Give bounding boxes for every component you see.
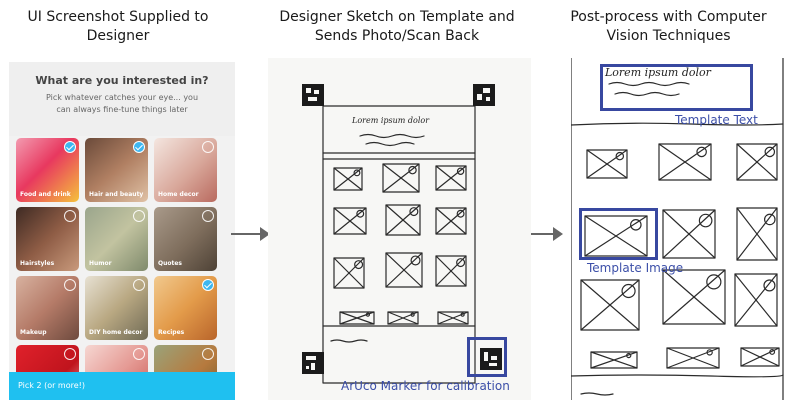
- tile-hair-and-beauty[interactable]: Hair and beauty: [85, 138, 148, 202]
- image-placeholder-icon: [666, 347, 720, 369]
- image-placeholder-icon: [382, 163, 420, 193]
- aruco-marker-icon: [480, 348, 502, 370]
- template-text-label: Template Text: [675, 113, 758, 127]
- aruco-caption: ArUco Marker for calibration: [341, 379, 510, 393]
- tile-humor[interactable]: Humor: [85, 207, 148, 271]
- processed-handwritten-text: Lorem ipsum dolor: [605, 66, 711, 79]
- image-placeholder-icon: [586, 149, 628, 179]
- tile-hairstyles[interactable]: Hairstyles: [16, 207, 79, 271]
- image-placeholder-icon: [333, 257, 365, 289]
- check-icon: [64, 348, 76, 360]
- interest-question: What are you interested in?: [35, 74, 209, 87]
- check-icon: [64, 279, 76, 291]
- sketch-handwritten-text: Lorem ipsum dolor: [352, 116, 430, 125]
- image-placeholder-icon: [734, 273, 778, 327]
- tile-label: Quotes: [158, 260, 183, 267]
- check-icon: [133, 279, 145, 291]
- tile-label: Makeup: [20, 329, 47, 336]
- arrow-right-icon: [526, 227, 563, 241]
- aruco-highlight-box: [467, 337, 507, 377]
- processed-drawing: [571, 58, 784, 400]
- phone-screenshot: What are you interested in? Pick whateve…: [9, 62, 235, 400]
- pick-button-label: Pick 2 (or more!): [18, 381, 85, 390]
- template-text-box: [600, 64, 753, 111]
- tile-label: Home decor: [158, 191, 199, 198]
- tile-diy-home-decor[interactable]: DIY home decor: [85, 276, 148, 340]
- processed-sketch: Lorem ipsum dolor Template Text Template…: [571, 58, 789, 400]
- sketch-drawing: [322, 105, 476, 384]
- image-placeholder-icon: [658, 143, 712, 181]
- tile-label: Hairstyles: [20, 260, 55, 267]
- image-placeholder-icon: [435, 165, 467, 191]
- image-placeholder-icon: [385, 204, 421, 236]
- image-placeholder-icon: [580, 279, 640, 331]
- image-placeholder-icon: [435, 255, 467, 287]
- aruco-marker-icon: [473, 84, 495, 106]
- image-placeholder-icon: [584, 215, 648, 257]
- aruco-marker-icon: [302, 84, 324, 106]
- tile-recipes[interactable]: Recipes: [154, 276, 217, 340]
- tile-label: Food and drink: [20, 191, 71, 198]
- image-placeholder-icon: [339, 311, 375, 325]
- image-placeholder-icon: [333, 167, 363, 191]
- check-icon: [133, 348, 145, 360]
- image-placeholder-icon: [333, 207, 367, 235]
- interest-subtitle: Pick whatever catches your eye... you ca…: [45, 93, 199, 114]
- panel1-title: UI Screenshot Supplied to Designer: [27, 9, 209, 44]
- tile-makeup[interactable]: Makeup: [16, 276, 79, 340]
- template-image-label: Template Image: [587, 261, 684, 275]
- interest-header: What are you interested in? Pick whateve…: [9, 62, 235, 136]
- check-icon: [202, 279, 214, 291]
- image-placeholder-icon: [435, 207, 467, 235]
- image-placeholder-icon: [736, 207, 778, 261]
- sketch-photo: Lorem ipsum dolor: [268, 58, 531, 400]
- tile-home-decor[interactable]: Home decor: [154, 138, 217, 202]
- check-icon: [133, 141, 145, 153]
- check-icon: [64, 141, 76, 153]
- check-icon: [133, 210, 145, 222]
- image-placeholder-icon: [662, 209, 716, 259]
- tile-label: DIY home decor: [89, 329, 143, 336]
- arrow-right-icon: [231, 227, 270, 241]
- tile-label: Recipes: [158, 329, 185, 336]
- check-icon: [64, 210, 76, 222]
- pick-button[interactable]: Pick 2 (or more!): [9, 372, 235, 400]
- check-icon: [202, 348, 214, 360]
- tile-label: Humor: [89, 260, 112, 267]
- image-placeholder-icon: [662, 269, 726, 325]
- image-placeholder-icon: [736, 143, 778, 181]
- template-image-box: [579, 208, 658, 260]
- image-placeholder-icon: [740, 347, 780, 367]
- aruco-marker-icon: [302, 352, 324, 374]
- check-icon: [202, 210, 214, 222]
- panel3-title: Post-process with Computer Vision Techni…: [570, 9, 767, 44]
- image-placeholder-icon: [387, 311, 419, 325]
- tile-quotes[interactable]: Quotes: [154, 207, 217, 271]
- image-placeholder-icon: [590, 351, 638, 369]
- image-placeholder-icon: [437, 311, 469, 325]
- panel2-title: Designer Sketch on Template and Sends Ph…: [279, 9, 515, 44]
- image-placeholder-icon: [385, 252, 423, 288]
- tile-food-and-drink[interactable]: Food and drink: [16, 138, 79, 202]
- tile-label: Hair and beauty: [89, 191, 144, 198]
- check-icon: [202, 141, 214, 153]
